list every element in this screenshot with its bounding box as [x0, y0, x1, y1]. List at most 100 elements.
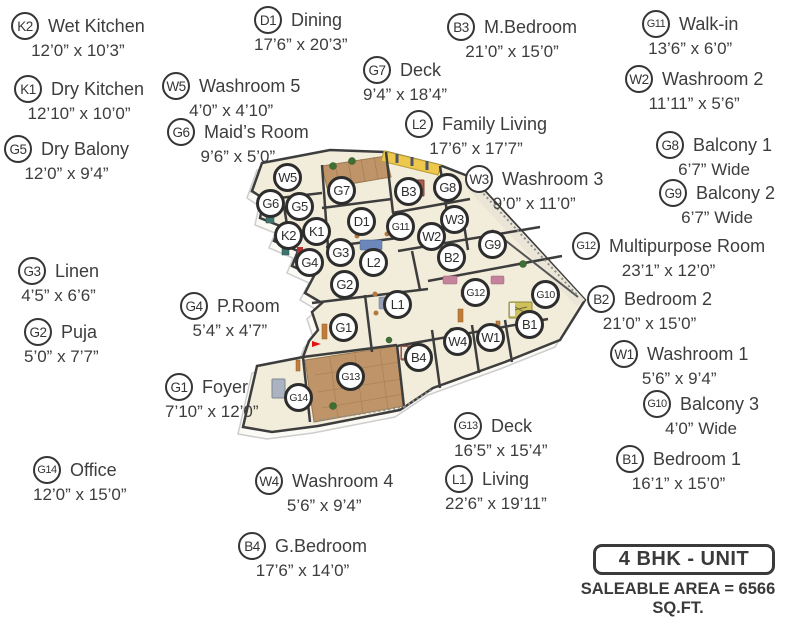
room-code-badge: B1 — [616, 445, 644, 473]
plan-marker-d1: D1 — [347, 207, 376, 236]
room-name: Balcony 3 — [680, 393, 760, 414]
room-dims: 9’0” x 11’0” — [492, 194, 576, 213]
plan-marker-b2: B2 — [437, 243, 466, 272]
railings — [313, 189, 579, 422]
room-label-g8: G8 Balcony 1 6’7” Wide — [656, 131, 772, 180]
plan-marker-g4: G4 — [295, 248, 324, 277]
plan-marker-g2: G2 — [330, 270, 359, 299]
plan-marker-g7: G7 — [327, 176, 356, 205]
room-name: Deck — [491, 415, 533, 436]
room-code-badge: B3 — [447, 13, 475, 41]
room-code-badge: G11 — [642, 10, 670, 38]
room-code-badge: W1 — [610, 340, 638, 368]
plan-marker-l1: L1 — [383, 290, 412, 319]
room-name: Dry Kitchen — [51, 78, 145, 99]
room-name: Washroom 2 — [662, 68, 764, 89]
room-code-badge: G4 — [180, 292, 208, 320]
room-dims: 12’0” x 9’4” — [24, 164, 109, 183]
room-dims: 4’0” x 4’10” — [189, 101, 274, 120]
unit-type-box: 4 BHK - UNIT — [593, 544, 775, 575]
room-name: G.Bedroom — [275, 535, 368, 556]
room-code-badge: B2 — [587, 285, 615, 313]
room-code-badge: B4 — [238, 532, 266, 560]
room-name: Deck — [400, 59, 442, 80]
room-code-badge: W3 — [465, 165, 493, 193]
room-name: Balcony 1 — [693, 134, 773, 155]
room-name: Washroom 5 — [199, 75, 301, 96]
plan-marker-w1: W1 — [476, 323, 505, 352]
plan-marker-g5: G5 — [285, 192, 314, 221]
room-dims: 4’0” Wide — [665, 419, 737, 438]
plan-marker-g13: G13 — [336, 362, 365, 391]
room-code-badge: G12 — [572, 232, 600, 260]
room-dims: 6’7” Wide — [678, 160, 750, 179]
room-dims: 5’4” x 4’7” — [192, 321, 268, 340]
room-label-g10: G10 Balcony 3 4’0” Wide — [643, 390, 759, 439]
room-name: Dining — [291, 9, 343, 30]
room-code-badge: W5 — [162, 72, 190, 100]
room-code-badge: G8 — [656, 131, 684, 159]
plan-marker-w5: W5 — [273, 163, 302, 192]
room-dims: 22’6” x 19’11” — [445, 494, 547, 513]
plan-marker-g8: G8 — [433, 173, 462, 202]
room-name: P.Room — [217, 295, 280, 316]
room-label-g4: G4 P.Room 5’4” x 4’7” — [180, 292, 280, 341]
plan-marker-g12: G12 — [461, 278, 490, 307]
room-dims: 13’6” x 6’0” — [648, 39, 733, 58]
room-dims: 12’0” x 10’3” — [31, 41, 125, 60]
room-name: Puja — [61, 321, 98, 342]
room-label-b3: B3 M.Bedroom 21’0” x 15’0” — [447, 13, 577, 62]
room-code-badge: G10 — [643, 390, 671, 418]
room-code-badge: G7 — [363, 56, 391, 84]
room-dims: 5’6” x 9’4” — [286, 496, 362, 515]
room-dims: 16’5” x 15’4” — [454, 441, 548, 460]
plan-marker-g6: G6 — [256, 189, 285, 218]
room-name: Bedroom 2 — [624, 288, 713, 309]
room-code-badge: G14 — [33, 456, 61, 484]
room-dims: 9’6” x 5’0” — [200, 147, 276, 166]
room-code-badge: W2 — [625, 65, 653, 93]
room-dims: 17’6” x 20’3” — [254, 35, 348, 54]
plan-marker-l2: L2 — [359, 248, 388, 277]
saleable-area-note: SALEABLE AREA = 6566 SQ.FT. — [580, 580, 776, 617]
room-name: M.Bedroom — [484, 16, 578, 37]
room-code-badge: G6 — [167, 118, 195, 146]
right-balcony-strip — [466, 179, 585, 306]
plan-marker-k2: K2 — [274, 221, 303, 250]
room-dims: 12’0” x 15’0” — [33, 485, 127, 504]
plan-marker-g14: G14 — [284, 383, 313, 412]
room-name: Washroom 4 — [292, 470, 394, 491]
plan-marker-g11: G11 — [386, 212, 415, 241]
room-code-badge: G3 — [18, 257, 46, 285]
room-name: Linen — [55, 260, 100, 281]
room-dims: 7’10” x 12’0” — [165, 402, 259, 421]
room-code-badge: G5 — [4, 135, 32, 163]
room-code-badge: G13 — [454, 412, 482, 440]
room-name: Foyer — [202, 376, 249, 397]
room-code-badge: D1 — [254, 6, 282, 34]
plan-marker-b1: B1 — [515, 310, 544, 339]
room-dims: 16’1” x 15’0” — [631, 474, 726, 493]
plan-marker-g1: G1 — [329, 313, 358, 342]
room-name: Walk-in — [679, 13, 739, 34]
entry-arrow — [312, 341, 321, 347]
plan-marker-g10: G10 — [531, 280, 560, 309]
floorplan-page: W5 G6 G5 K2 K1 G7 D1 B3 G8 W3 G11 W2 G3 … — [4, 6, 775, 617]
room-name: Office — [70, 459, 117, 480]
plan-marker-w4: W4 — [443, 327, 472, 356]
room-dims: 21’0” x 15’0” — [465, 42, 559, 61]
room-dims: 12’10” x 10’0” — [27, 104, 131, 123]
